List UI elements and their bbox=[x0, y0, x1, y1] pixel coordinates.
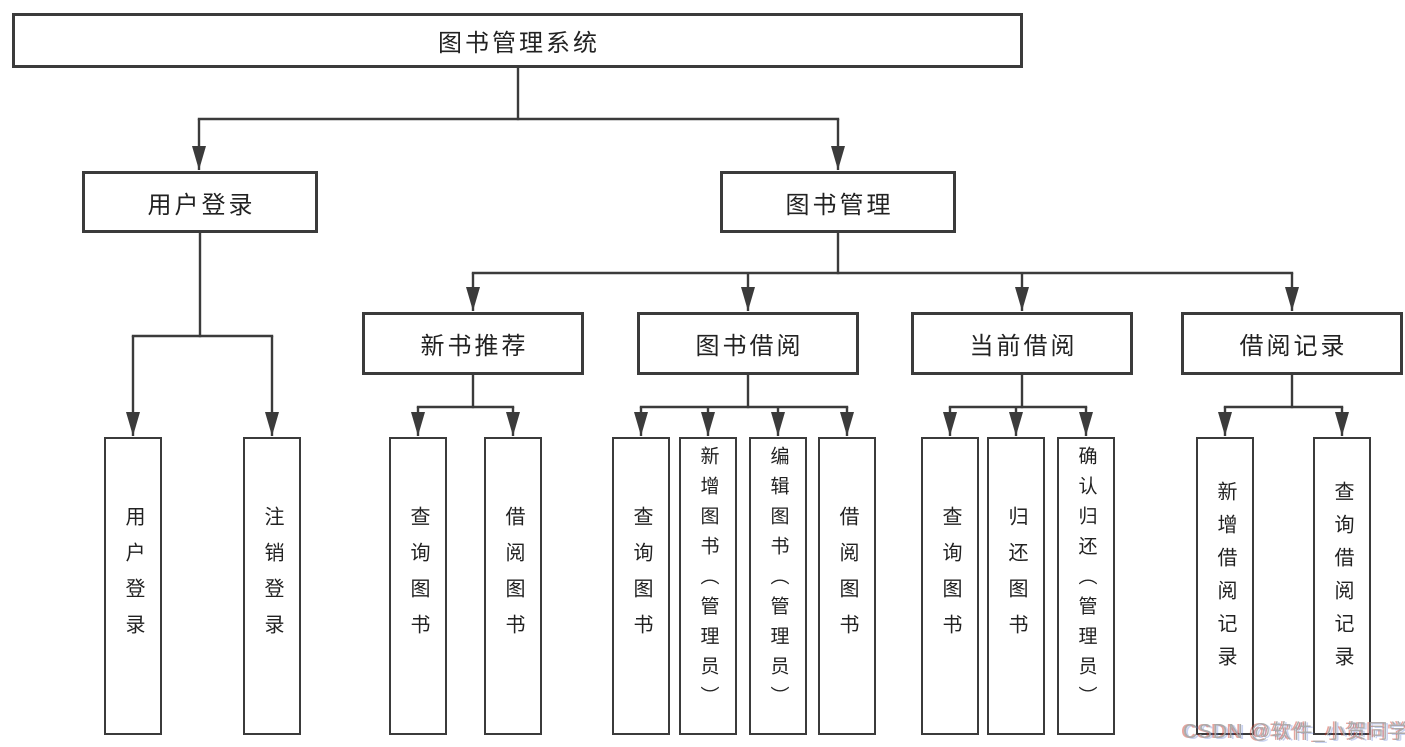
leaf-label: 新增借阅记录 bbox=[1214, 481, 1236, 679]
node-new-book-recommendation-label: 新书推荐 bbox=[420, 333, 529, 360]
leaf-label: 借阅图书 bbox=[836, 506, 858, 650]
leaf-add-book-admin: 新增图书（管理员） bbox=[679, 437, 737, 735]
leaf-label: 确认归还（管理员） bbox=[1075, 446, 1097, 716]
leaf-label: 借阅图书 bbox=[502, 506, 524, 650]
node-borrowing-records: 借阅记录 bbox=[1181, 312, 1403, 375]
node-root: 图书管理系统 bbox=[12, 13, 1023, 68]
leaf-query-books-2: 查询图书 bbox=[612, 437, 670, 735]
leaf-label: 查询借阅记录 bbox=[1331, 481, 1353, 679]
node-new-book-recommendation: 新书推荐 bbox=[362, 312, 584, 375]
leaf-label: 用户登录 bbox=[122, 506, 144, 650]
leaf-query-books: 查询图书 bbox=[389, 437, 447, 735]
leaf-label: 查询图书 bbox=[939, 506, 961, 650]
leaf-return-books: 归还图书 bbox=[987, 437, 1045, 735]
leaf-query-books-3: 查询图书 bbox=[921, 437, 979, 735]
node-book-borrowing-label: 图书借阅 bbox=[695, 333, 804, 360]
node-user-login: 用户登录 bbox=[82, 171, 318, 233]
node-borrowing-records-label: 借阅记录 bbox=[1239, 333, 1348, 360]
leaf-label: 编辑图书（管理员） bbox=[767, 446, 789, 716]
leaf-logout: 注销登录 bbox=[243, 437, 301, 735]
node-current-borrowing-label: 当前借阅 bbox=[969, 333, 1078, 360]
leaf-label: 归还图书 bbox=[1005, 506, 1027, 650]
leaf-query-borrow-record: 查询借阅记录 bbox=[1313, 437, 1371, 735]
node-current-borrowing: 当前借阅 bbox=[911, 312, 1133, 375]
leaf-borrow-books-2: 借阅图书 bbox=[818, 437, 876, 735]
leaf-label: 注销登录 bbox=[261, 506, 283, 650]
node-book-management: 图书管理 bbox=[720, 171, 956, 233]
leaf-label: 查询图书 bbox=[630, 506, 652, 650]
leaf-edit-book-admin: 编辑图书（管理员） bbox=[749, 437, 807, 735]
leaf-label: 查询图书 bbox=[407, 506, 429, 650]
leaf-add-borrow-record: 新增借阅记录 bbox=[1196, 437, 1254, 735]
leaf-user-login: 用户登录 bbox=[104, 437, 162, 735]
node-user-login-label: 用户登录 bbox=[147, 191, 256, 219]
leaf-confirm-return-admin: 确认归还（管理员） bbox=[1057, 437, 1115, 735]
leaf-borrow-books: 借阅图书 bbox=[484, 437, 542, 735]
node-book-management-label: 图书管理 bbox=[785, 191, 894, 219]
csdn-watermark: CSDN @软件_小贺同学 bbox=[1183, 721, 1405, 743]
leaf-label: 新增图书（管理员） bbox=[697, 446, 719, 716]
node-root-label: 图书管理系统 bbox=[438, 30, 600, 57]
node-book-borrowing: 图书借阅 bbox=[637, 312, 859, 375]
